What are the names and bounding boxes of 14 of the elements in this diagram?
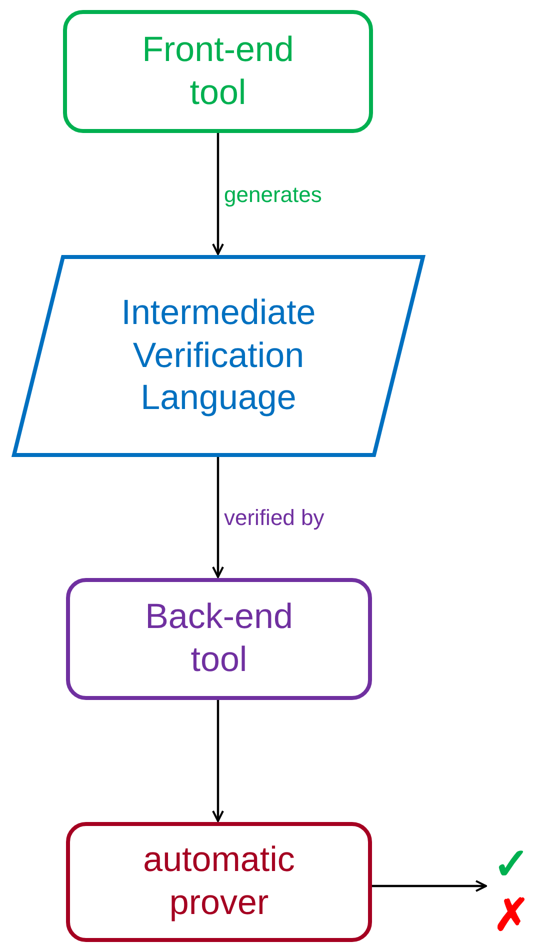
cross-mark-icon: ✗ [493,891,530,942]
check-mark-icon: ✓ [493,840,530,891]
node-label: automatic prover [142,839,296,924]
node-label: Intermediate Verification Language [120,292,317,420]
arrow [372,880,487,892]
arrow [212,700,224,822]
process-box [63,10,373,133]
process-box [66,822,372,942]
node-label: Back-end tool [144,596,294,681]
node-label: Front-end tool [141,28,295,114]
process-box [66,578,372,700]
arrow [212,457,224,578]
data-parallelogram [12,255,425,457]
arrow [212,133,224,255]
